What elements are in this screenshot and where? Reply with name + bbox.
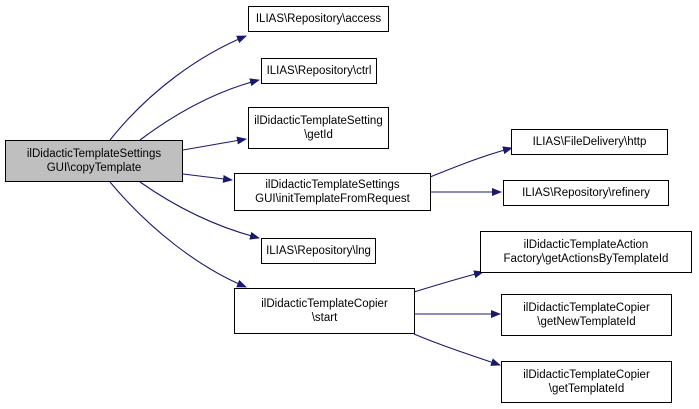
node-get-template-id[interactable]: ilDidacticTemplateCopier \getTemplateId	[501, 361, 672, 403]
edge-root-init	[182, 173, 233, 183]
edge-root-lng	[139, 181, 260, 240]
node-repository-refinery[interactable]: ILIAS\Repository\refinery	[503, 180, 669, 206]
node-label: ILIAS\Repository\lng	[266, 245, 371, 257]
edge-root-start	[109, 181, 247, 288]
node-label: ilDidacticTemplateSettings	[265, 179, 400, 191]
edge-root-getid	[182, 136, 247, 151]
node-label: ilDidacticTemplateCopier	[261, 298, 388, 310]
node-copy-template[interactable]: ilDidacticTemplateSettings GUI\copyTempl…	[5, 140, 183, 182]
node-label: ilDidacticTemplateAction	[523, 239, 649, 251]
node-label: \getTemplateId	[548, 383, 625, 395]
node-label: GUI\copyTemplate	[46, 162, 142, 174]
node-get-new-template-id[interactable]: ilDidacticTemplateCopier \getNewTemplate…	[501, 294, 672, 336]
node-filedelivery-http[interactable]: ILIAS\FileDelivery\http	[511, 129, 668, 155]
node-label: ilDidacticTemplateCopier	[523, 369, 650, 381]
node-label: ILIAS\FileDelivery\http	[532, 136, 647, 148]
node-label: ILIAS\Repository\ctrl	[266, 65, 372, 77]
node-label: ilDidacticTemplateSetting	[254, 115, 383, 127]
node-repository-lng[interactable]: ILIAS\Repository\lng	[261, 238, 376, 264]
node-label: \getNewTemplateId	[537, 316, 636, 328]
node-label: \getId	[304, 129, 333, 141]
node-label: ILIAS\Repository\refinery	[522, 187, 650, 199]
node-label: Factory\getActionsByTemplateId	[503, 253, 669, 265]
node-template-copier-start[interactable]: ilDidacticTemplateCopier \start	[234, 288, 415, 334]
node-init-template-from-request[interactable]: ilDidacticTemplateSettings GUI\initTempl…	[234, 173, 431, 211]
node-label: GUI\initTemplateFromRequest	[255, 193, 410, 205]
node-label: ILIAS\Repository\access	[255, 13, 382, 25]
node-repository-access[interactable]: ILIAS\Repository\access	[248, 6, 389, 32]
node-label: ilDidacticTemplateSettings	[26, 148, 162, 160]
node-repository-ctrl[interactable]: ILIAS\Repository\ctrl	[261, 58, 377, 84]
edge-root-access	[109, 35, 247, 141]
edge-start-actions	[413, 270, 484, 293]
edge-root-ctrl	[139, 78, 260, 141]
node-template-setting-getid[interactable]: ilDidacticTemplateSetting \getId	[248, 107, 389, 149]
node-label: \start	[311, 312, 338, 324]
edge-init-http	[429, 146, 513, 178]
edge-start-tplid	[413, 333, 501, 366]
node-get-actions-by-template-id[interactable]: ilDidacticTemplateAction Factory\getActi…	[480, 231, 692, 273]
node-label: ilDidacticTemplateCopier	[523, 302, 650, 314]
